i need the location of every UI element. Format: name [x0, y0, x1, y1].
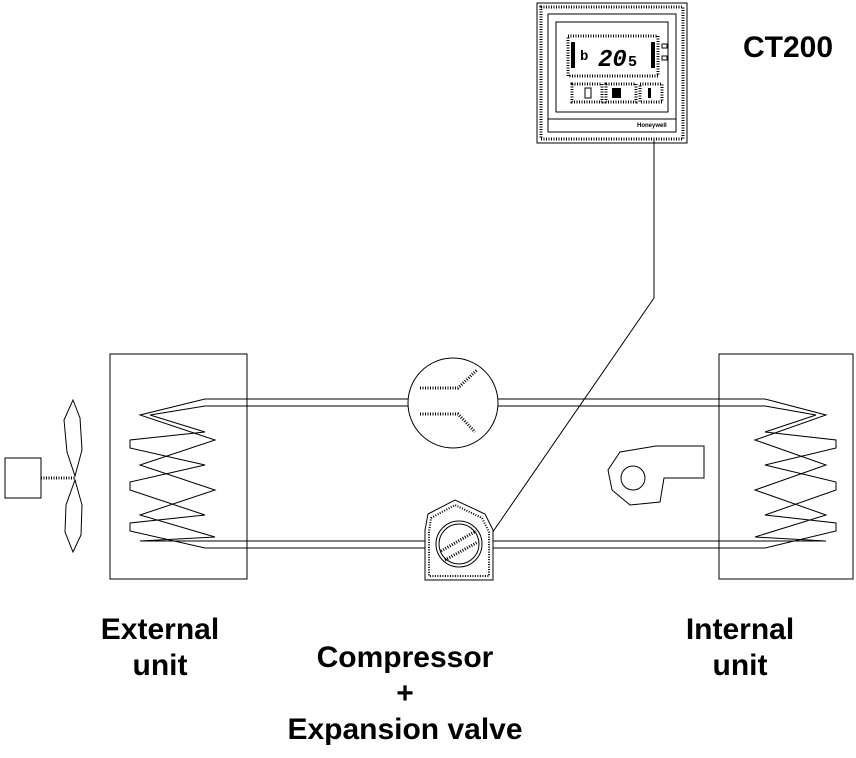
lcd-temp-main: 20: [598, 47, 627, 74]
fan-blade-top: [63, 398, 83, 478]
reversing-valve-upper-path: [420, 368, 479, 390]
compressor-rotor: [435, 520, 483, 568]
thermostat-outer-frame: [536, 2, 688, 144]
thermostat-face: [547, 13, 677, 133]
control-wire: [489, 140, 655, 537]
thermostat-lcd: [555, 21, 669, 113]
external-coil-outer: [138, 398, 247, 542]
external-unit-label-line1: External: [100, 613, 220, 646]
thermostat-button-left: [570, 82, 604, 104]
compressor: [424, 499, 494, 581]
internal-unit-label-line2: unit: [712, 649, 768, 682]
thermostat-brand: Honeywell: [637, 123, 667, 129]
thermostat-button-right: [638, 82, 664, 104]
thermostat-button-right-mark: [648, 88, 651, 98]
thermostat-model-label: CT200: [743, 31, 834, 64]
internal-coil-inner: [719, 405, 837, 549]
internal-coil-outer: [719, 398, 828, 542]
external-unit-label: External unit: [60, 612, 260, 684]
thermostat: b 20 5 Honeywell: [536, 2, 688, 144]
blower-hub: [620, 465, 646, 491]
compressor-label: Compressor + Expansion valve: [240, 640, 570, 748]
reversing-valve: [407, 357, 499, 449]
external-unit-box: [109, 353, 248, 580]
internal-unit-label-line1: Internal: [685, 613, 795, 646]
external-unit: [4, 353, 248, 580]
thermostat-buttons: [570, 82, 664, 104]
thermostat-button-left-mark: [584, 87, 592, 99]
compressor-vane-1: [440, 529, 477, 553]
lcd-temp-decimal: 5: [628, 54, 637, 71]
compressor-label-line3: Expansion valve: [287, 713, 523, 746]
internal-unit-label: Internal unit: [640, 612, 840, 684]
lcd-side-bar-left: [571, 42, 575, 68]
reversing-valve-lower-path: [420, 412, 477, 434]
external-unit-label-line2: unit: [132, 649, 188, 682]
compressor-label-plus: +: [396, 677, 414, 710]
external-coil-inner: [129, 405, 247, 549]
blower-fan: [607, 445, 705, 506]
thermostat-button-center-fill: [612, 88, 621, 98]
lcd-main-window: [566, 34, 660, 78]
lcd-indicator-1: [661, 43, 668, 49]
lcd-side-bar-right: [651, 42, 655, 68]
compressor-rotor-ring: [438, 523, 480, 565]
thermostat-button-center: [604, 82, 638, 104]
compressor-label-line1: Compressor: [316, 641, 494, 674]
internal-unit-box: [718, 353, 854, 580]
fan-motor: [4, 457, 42, 499]
fan-blade-bottom: [64, 478, 83, 554]
thermostat-frame-dashed: [539, 5, 685, 141]
reversing-valve-body: [407, 357, 499, 449]
refrigerant-piping: [247, 398, 719, 549]
lcd-indicator-2: [661, 55, 668, 61]
lcd-mode-icon: b: [580, 49, 588, 65]
internal-unit: [607, 353, 854, 580]
